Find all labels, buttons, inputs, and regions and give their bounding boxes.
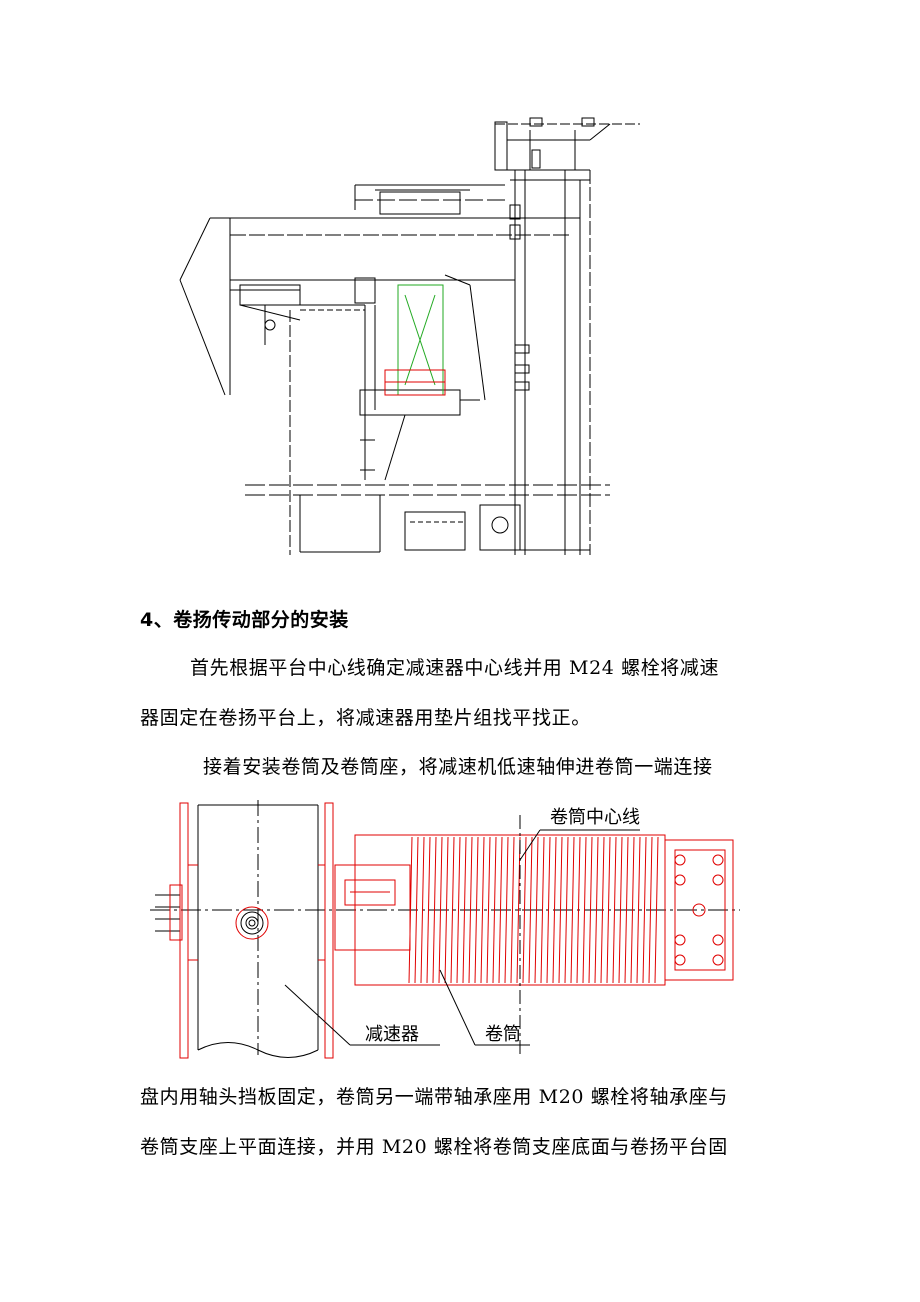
drum-grooves	[408, 836, 659, 984]
drum-groove-line	[534, 836, 539, 984]
drum-groove-line	[444, 836, 449, 984]
drum-groove-line	[486, 836, 491, 984]
drum-groove-line	[600, 836, 605, 984]
drum-groove-line	[642, 836, 647, 984]
drum-groove-line	[540, 836, 545, 984]
reducer-base-red	[384, 369, 446, 396]
bolt-group-right	[509, 204, 530, 391]
drum-groove-line	[636, 836, 641, 984]
drum-groove-line	[624, 836, 629, 984]
drum-groove-line	[528, 836, 533, 984]
reducer-drum-drawing: 卷筒中心线 减速器 卷筒	[150, 800, 740, 1059]
drum-groove-line	[588, 836, 593, 984]
drum-groove-line	[414, 836, 419, 984]
platform-elevation-drawing	[179, 117, 640, 555]
reducer-label: 减速器	[365, 1024, 419, 1045]
drum-groove-line	[558, 836, 563, 984]
drum-groove-line	[546, 836, 551, 984]
drum-groove-line	[654, 836, 659, 984]
drum-groove-line	[606, 836, 611, 984]
drum-groove-line	[450, 836, 455, 984]
section-heading: 4、卷扬传动部分的安装	[140, 609, 349, 631]
paragraph-line-5: 卷筒支座上平面连接，并用 M20 螺栓将卷筒支座底面与卷扬平台固	[140, 1136, 728, 1158]
drum-groove-line	[462, 836, 467, 984]
bearing-seat-red	[664, 839, 734, 981]
paragraph-line-4: 盘内用轴头挡板固定，卷筒另一端带轴承座用 M20 螺栓将轴承座与	[140, 1086, 728, 1108]
drum-groove-line	[576, 836, 581, 984]
paragraph-line-3: 接着安装卷筒及卷筒座，将减速机低速轴伸进卷筒一端连接	[203, 756, 713, 778]
drum-groove-line	[582, 836, 587, 984]
drum-groove-line	[492, 836, 497, 984]
drum-groove-line	[474, 836, 479, 984]
drum-groove-line	[552, 836, 557, 984]
drum-groove-line	[522, 836, 527, 984]
reducer-body	[150, 800, 740, 1058]
reducer-outline-green	[397, 284, 444, 396]
drum-centerline-label: 卷筒中心线	[550, 807, 640, 828]
reducer-flanges-red	[169, 802, 334, 1059]
drum-groove-line	[648, 836, 653, 984]
drum-groove-line	[516, 836, 521, 984]
drum-groove-line	[618, 836, 623, 984]
drum-groove-line	[510, 836, 515, 984]
drum-groove-line	[426, 836, 431, 984]
paragraph-line-1: 首先根据平台中心线确定减速器中心线并用 M24 螺栓将减速	[190, 657, 720, 679]
drum-groove-line	[456, 836, 461, 984]
drum-groove-line	[630, 836, 635, 984]
drum-groove-line	[420, 836, 425, 984]
drum-groove-line	[408, 836, 413, 984]
drum-groove-line	[432, 836, 437, 984]
mast-top-plate	[494, 121, 508, 171]
paragraph-line-2: 器固定在卷扬平台上，将减速器用垫片组找平找正。	[140, 707, 591, 729]
drum-body-red	[334, 834, 666, 986]
drum-groove-line	[564, 836, 569, 984]
drum-groove-line	[468, 836, 473, 984]
drum-groove-line	[570, 836, 575, 984]
drum-groove-line	[594, 836, 599, 984]
drum-groove-line	[480, 836, 485, 984]
drum-label: 卷筒	[485, 1024, 521, 1045]
drum-groove-line	[504, 836, 509, 984]
drum-groove-line	[438, 836, 443, 984]
drum-groove-line	[498, 836, 503, 984]
drum-groove-line	[612, 836, 617, 984]
